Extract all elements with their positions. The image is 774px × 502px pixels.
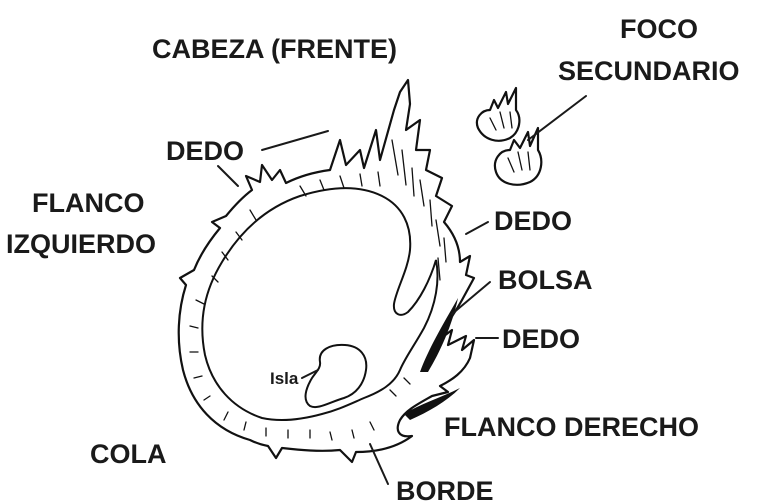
label-dedo-right-1: DEDO [494,206,572,236]
label-cabeza: CABEZA (FRENTE) [152,34,397,64]
leader-borde [369,443,389,485]
burned-area [201,187,460,422]
label-flanco-izquierdo-line2: IZQUIERDO [6,229,156,259]
labels: CABEZA (FRENTE) FOCO SECUNDARIO DEDO FLA… [6,14,740,502]
secondary-spot-fire-2 [493,126,543,186]
label-dedo-left: DEDO [166,136,244,166]
leader-lines [217,95,587,485]
label-foco-line1: FOCO [620,14,698,44]
label-dedo-right-2: DEDO [502,324,580,354]
secondary-spot-fire-1 [475,86,521,142]
label-cola: COLA [90,439,167,469]
label-isla: Isla [270,369,299,388]
leader-dedo-right-1 [465,221,489,235]
leader-dedo-left [261,130,329,151]
leader-isla [301,369,319,379]
label-flanco-izquierdo-line1: FLANCO [32,188,144,218]
label-flanco-derecho: FLANCO DERECHO [444,412,699,442]
label-foco-line2: SECUNDARIO [558,56,740,86]
flame-hatching [189,139,447,441]
label-bolsa: BOLSA [498,265,593,295]
island [304,343,368,408]
leader-dedo-left-2 [217,165,239,187]
label-borde: BORDE [396,476,494,502]
leader-bolsa [451,281,491,315]
leader-foco [527,95,587,141]
